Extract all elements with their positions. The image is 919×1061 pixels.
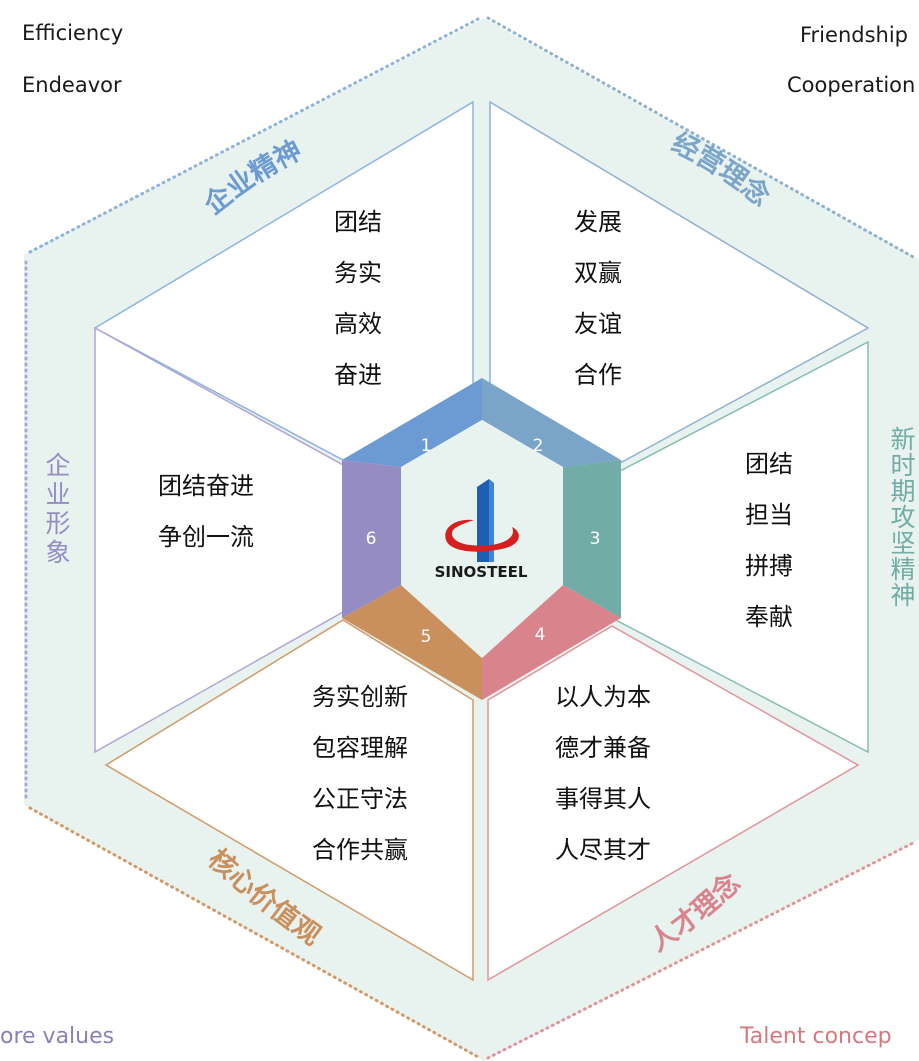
panel-core-values [104,619,474,982]
talent-concept-line: 德才兼备 [555,734,651,762]
dotted-edge-top-left [28,16,482,254]
core-values-line: 包容理解 [312,734,408,762]
label-talent-concept-en: Talent concep [740,1024,892,1049]
new-era-spirit-line: 奉献 [745,603,793,631]
panel-talent-concept [487,625,860,982]
corporate-spirit-line: 务实 [334,259,382,287]
logo-text: SINOSTEEL [435,563,528,581]
segment-1 [342,378,482,467]
label-cooperation: Cooperation [787,73,916,97]
segment-5 [342,585,482,700]
segment-6 [342,460,401,618]
title-new-era-spirit: 新时期攻坚精神 [890,425,915,610]
talent-concept-line: 事得其人 [555,785,651,813]
new-era-spirit-line: 拼搏 [745,552,793,580]
segment-number-6: 6 [366,529,377,549]
vertical-title-text: 新时期攻坚精神 [890,425,915,610]
dotted-edge-bottom-right [486,840,917,1060]
core-values-line: 合作共赢 [312,836,408,864]
talent-concept-line: 以人为本 [555,683,651,711]
business-philosophy-line: 双赢 [574,259,622,287]
business-philosophy-line: 合作 [574,361,622,389]
new-era-spirit-line: 团结 [745,450,793,478]
segment-number-1: 1 [421,436,432,456]
segment-number-2: 2 [533,436,544,456]
corporate-image-line: 团结奋进 [158,472,254,500]
dotted-edge-top-right [486,16,917,260]
talent-concept-line: 人尽其才 [555,836,651,864]
segment-number-3: 3 [590,529,601,549]
corporate-spirit-line: 高效 [334,310,382,338]
corporate-spirit-line: 奋进 [334,361,382,389]
segment-2 [482,378,621,467]
label-efficiency: Efficiency [22,21,124,45]
vertical-title-text: 企业形象 [45,451,70,567]
segment-4 [482,585,621,700]
title-corporate-image: 企业形象 [45,451,70,567]
label-core-values-en: ore values [0,1024,115,1049]
segment-number-5: 5 [421,627,432,647]
segment-number-4: 4 [535,625,546,645]
label-endeavor: Endeavor [22,73,122,97]
business-philosophy-line: 友谊 [574,310,622,338]
core-values-line: 公正守法 [312,785,408,813]
label-friendship: Friendship [800,23,908,47]
corporate-image-line: 争创一流 [158,523,254,551]
panel-business-philosophy [489,100,870,463]
business-philosophy-line: 发展 [574,208,622,236]
sinosteel-logo-icon [445,479,519,562]
core-values-line: 务实创新 [312,683,408,711]
dotted-edge-bottom-left [28,806,482,1060]
corporate-spirit-line: 团结 [334,208,382,236]
new-era-spirit-line: 担当 [745,501,793,529]
segment-3 [563,460,621,618]
